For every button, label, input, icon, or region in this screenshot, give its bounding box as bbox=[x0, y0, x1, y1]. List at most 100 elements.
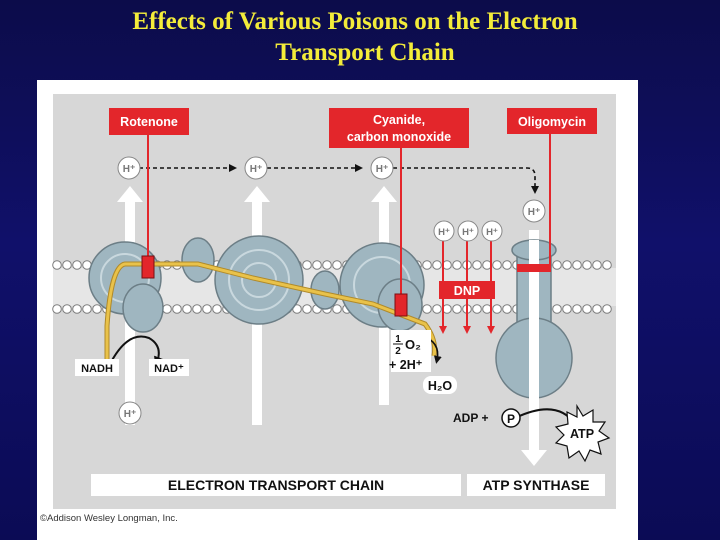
lipid-head bbox=[562, 260, 572, 270]
two-protons-label: + 2H⁺ bbox=[389, 358, 423, 372]
lipid-head bbox=[492, 260, 502, 270]
dnp-box bbox=[439, 281, 495, 299]
ubiquinone bbox=[181, 237, 215, 283]
diagram-figure: Rotenone Cyanide, carbon monoxide Oligom… bbox=[37, 80, 638, 540]
lipid-head bbox=[502, 304, 512, 314]
lipid-head bbox=[582, 260, 592, 270]
synthase-label: ATP SYNTHASE bbox=[483, 477, 590, 493]
lipid-head bbox=[602, 260, 612, 270]
atp-burst bbox=[554, 403, 611, 463]
carbon-monoxide-label: carbon monoxide bbox=[347, 130, 451, 144]
lipid-head bbox=[552, 260, 562, 270]
lipid-head bbox=[62, 304, 72, 314]
water-box bbox=[423, 376, 457, 394]
lipid-head bbox=[562, 304, 572, 314]
proton-flow-path bbox=[139, 164, 539, 194]
phosphate-circle bbox=[501, 408, 521, 428]
proton-label: H⁺ bbox=[124, 409, 137, 420]
lipid-head bbox=[452, 304, 462, 314]
proton-synthase-entry: H⁺ bbox=[522, 199, 546, 223]
lipid-head bbox=[162, 304, 172, 314]
lipid-head bbox=[602, 304, 612, 314]
lipid-head bbox=[502, 260, 512, 270]
lipid-head bbox=[322, 260, 332, 270]
cyanide-box bbox=[329, 108, 469, 148]
nadh-arrow bbox=[108, 335, 164, 367]
slide-title: Effects of Various Poisons on the Electr… bbox=[0, 6, 720, 68]
proton-label: H⁺ bbox=[462, 227, 474, 238]
atp-label: ATP bbox=[570, 427, 594, 441]
slide-title-line-1: Effects of Various Poisons on the Electr… bbox=[132, 8, 578, 35]
half-numerator: 1 bbox=[395, 334, 401, 345]
rotenone-box bbox=[109, 108, 189, 135]
oxygen-box bbox=[391, 330, 431, 372]
water-label: H₂O bbox=[428, 379, 453, 393]
proton-dnp-2: H⁺ bbox=[457, 220, 479, 242]
proton-label: H⁺ bbox=[250, 164, 263, 175]
rotenone-label: Rotenone bbox=[120, 115, 178, 129]
lipid-head bbox=[572, 260, 582, 270]
lipid-head bbox=[312, 260, 322, 270]
cyanide-label: Cyanide, bbox=[373, 113, 425, 127]
slide-title-line-2: Transport Chain bbox=[275, 39, 455, 66]
etc-diagram: Rotenone Cyanide, carbon monoxide Oligom… bbox=[40, 94, 616, 524]
proton-dnp-1: H⁺ bbox=[433, 220, 455, 242]
rotenone-block bbox=[141, 255, 155, 279]
lipid-head bbox=[592, 304, 602, 314]
lipid-head bbox=[422, 304, 432, 314]
nad-label: NAD⁺ bbox=[154, 363, 184, 375]
lipid-head bbox=[172, 304, 182, 314]
atp-synthase bbox=[495, 239, 573, 450]
proton-label: H⁺ bbox=[123, 164, 136, 175]
lipid-head bbox=[62, 260, 72, 270]
lipid-head bbox=[52, 304, 62, 314]
synthase-label-box bbox=[467, 474, 605, 496]
phosphate-label: P bbox=[507, 412, 515, 426]
dnp-label: DNP bbox=[454, 284, 480, 298]
half-denominator: 2 bbox=[395, 346, 401, 357]
proton-outer-3: H⁺ bbox=[370, 156, 394, 180]
oligomycin-label: Oligomycin bbox=[518, 115, 586, 129]
lipid-head bbox=[472, 260, 482, 270]
proton-outer-1: H⁺ bbox=[117, 156, 141, 180]
lipid-head bbox=[472, 304, 482, 314]
lipid-head bbox=[212, 304, 222, 314]
nad-box bbox=[149, 359, 189, 376]
proton-label: H⁺ bbox=[528, 207, 541, 218]
cyanide-block bbox=[394, 293, 408, 317]
lipid-head bbox=[582, 304, 592, 314]
lipid-head bbox=[572, 304, 582, 314]
oxygen-label: O₂ bbox=[405, 337, 421, 352]
copyright: ©Addison Wesley Longman, Inc. bbox=[40, 513, 178, 524]
lipid-head bbox=[452, 260, 462, 270]
lipid-head bbox=[72, 260, 82, 270]
lipid-head bbox=[592, 260, 602, 270]
lipid-head bbox=[552, 304, 562, 314]
lipid-head bbox=[432, 304, 442, 314]
nadh-box bbox=[75, 359, 119, 376]
proton-dnp-3: H⁺ bbox=[481, 220, 503, 242]
lipid-head bbox=[192, 304, 202, 314]
lipid-head bbox=[82, 304, 92, 314]
lipid-head bbox=[332, 304, 342, 314]
lipid-head bbox=[72, 304, 82, 314]
proton-label: H⁺ bbox=[486, 227, 498, 238]
lipid-head bbox=[332, 260, 342, 270]
adp-label: ADP + bbox=[453, 411, 488, 425]
lipid-head bbox=[302, 304, 312, 314]
nadh-label: NADH bbox=[81, 363, 113, 375]
proton-label: H⁺ bbox=[376, 164, 389, 175]
lipid-head bbox=[432, 260, 442, 270]
proton-label: H⁺ bbox=[438, 227, 450, 238]
proton-outer-2: H⁺ bbox=[244, 156, 268, 180]
lipid-head bbox=[182, 304, 192, 314]
lipid-head bbox=[52, 260, 62, 270]
lipid-head bbox=[92, 304, 102, 314]
etc-label-box bbox=[91, 474, 461, 496]
lipid-head bbox=[302, 260, 312, 270]
etc-label: ELECTRON TRANSPORT CHAIN bbox=[168, 477, 384, 493]
oligomycin-box bbox=[507, 108, 597, 134]
lipid-head bbox=[422, 260, 432, 270]
lipid-head bbox=[492, 304, 502, 314]
lipid-head bbox=[202, 304, 212, 314]
